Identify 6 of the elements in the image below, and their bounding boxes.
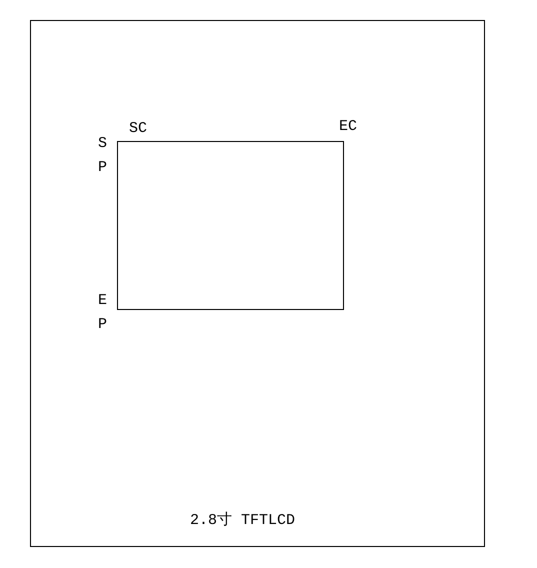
screen-caption: 2.8寸 TFTLCD [188,510,296,529]
corner-label: EP [98,291,108,335]
screen-outline [30,20,485,547]
corner-label: SC [129,121,148,138]
corner-label: EC [339,119,358,136]
corner-label: SP [98,134,108,178]
